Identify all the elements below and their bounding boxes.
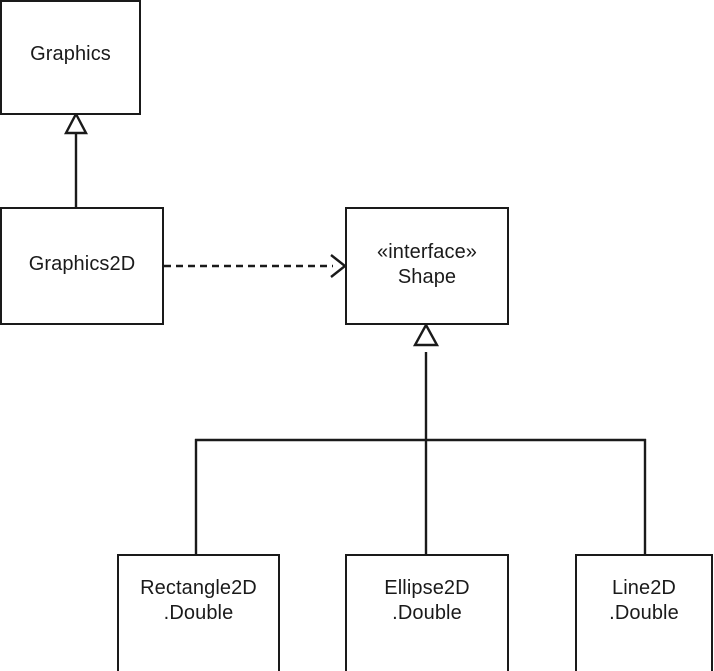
class-name-rectangle2d: Rectangle2D [140, 577, 257, 599]
class-box-ellipse2d[interactable]: Ellipse2D .Double [345, 554, 509, 671]
connector-graphics2d-to-graphics [64, 111, 88, 207]
class-box-rectangle2d[interactable]: Rectangle2D .Double [117, 554, 280, 671]
hollow-triangle-arrowhead-shape [412, 322, 440, 347]
connector-subclasses-to-shape [194, 322, 647, 554]
class-label-block: Line2D .Double [609, 576, 679, 626]
class-label-block: «interface» Shape [377, 240, 477, 290]
open-arrowhead-shape [330, 254, 347, 278]
class-box-shape[interactable]: «interface» Shape [345, 207, 509, 325]
class-label-block: Rectangle2D .Double [140, 576, 257, 626]
class-box-line2d[interactable]: Line2D .Double [575, 554, 713, 671]
class-name-rectangle2d-suffix: .Double [163, 602, 234, 624]
class-name-graphics: Graphics [30, 43, 111, 65]
class-name-ellipse2d-suffix: .Double [392, 602, 462, 624]
class-box-graphics[interactable]: Graphics [0, 0, 141, 115]
class-label-block: Graphics2D [29, 252, 136, 277]
hollow-triangle-arrowhead-graphics [64, 111, 88, 135]
class-name-graphics2d: Graphics2D [28, 252, 136, 275]
class-name-line2d: Line2D [612, 577, 676, 599]
class-name-ellipse2d: Ellipse2D [384, 577, 470, 599]
class-name-line2d-suffix: .Double [609, 602, 679, 624]
class-label-block: Graphics [30, 42, 111, 67]
connector-graphics2d-to-shape [164, 254, 347, 278]
class-box-graphics2d[interactable]: Graphics2D [0, 207, 164, 325]
class-label-block: Ellipse2D .Double [384, 576, 469, 626]
class-name-shape: Shape [397, 266, 457, 288]
stereotype-label-interface: «interface» [376, 241, 478, 263]
